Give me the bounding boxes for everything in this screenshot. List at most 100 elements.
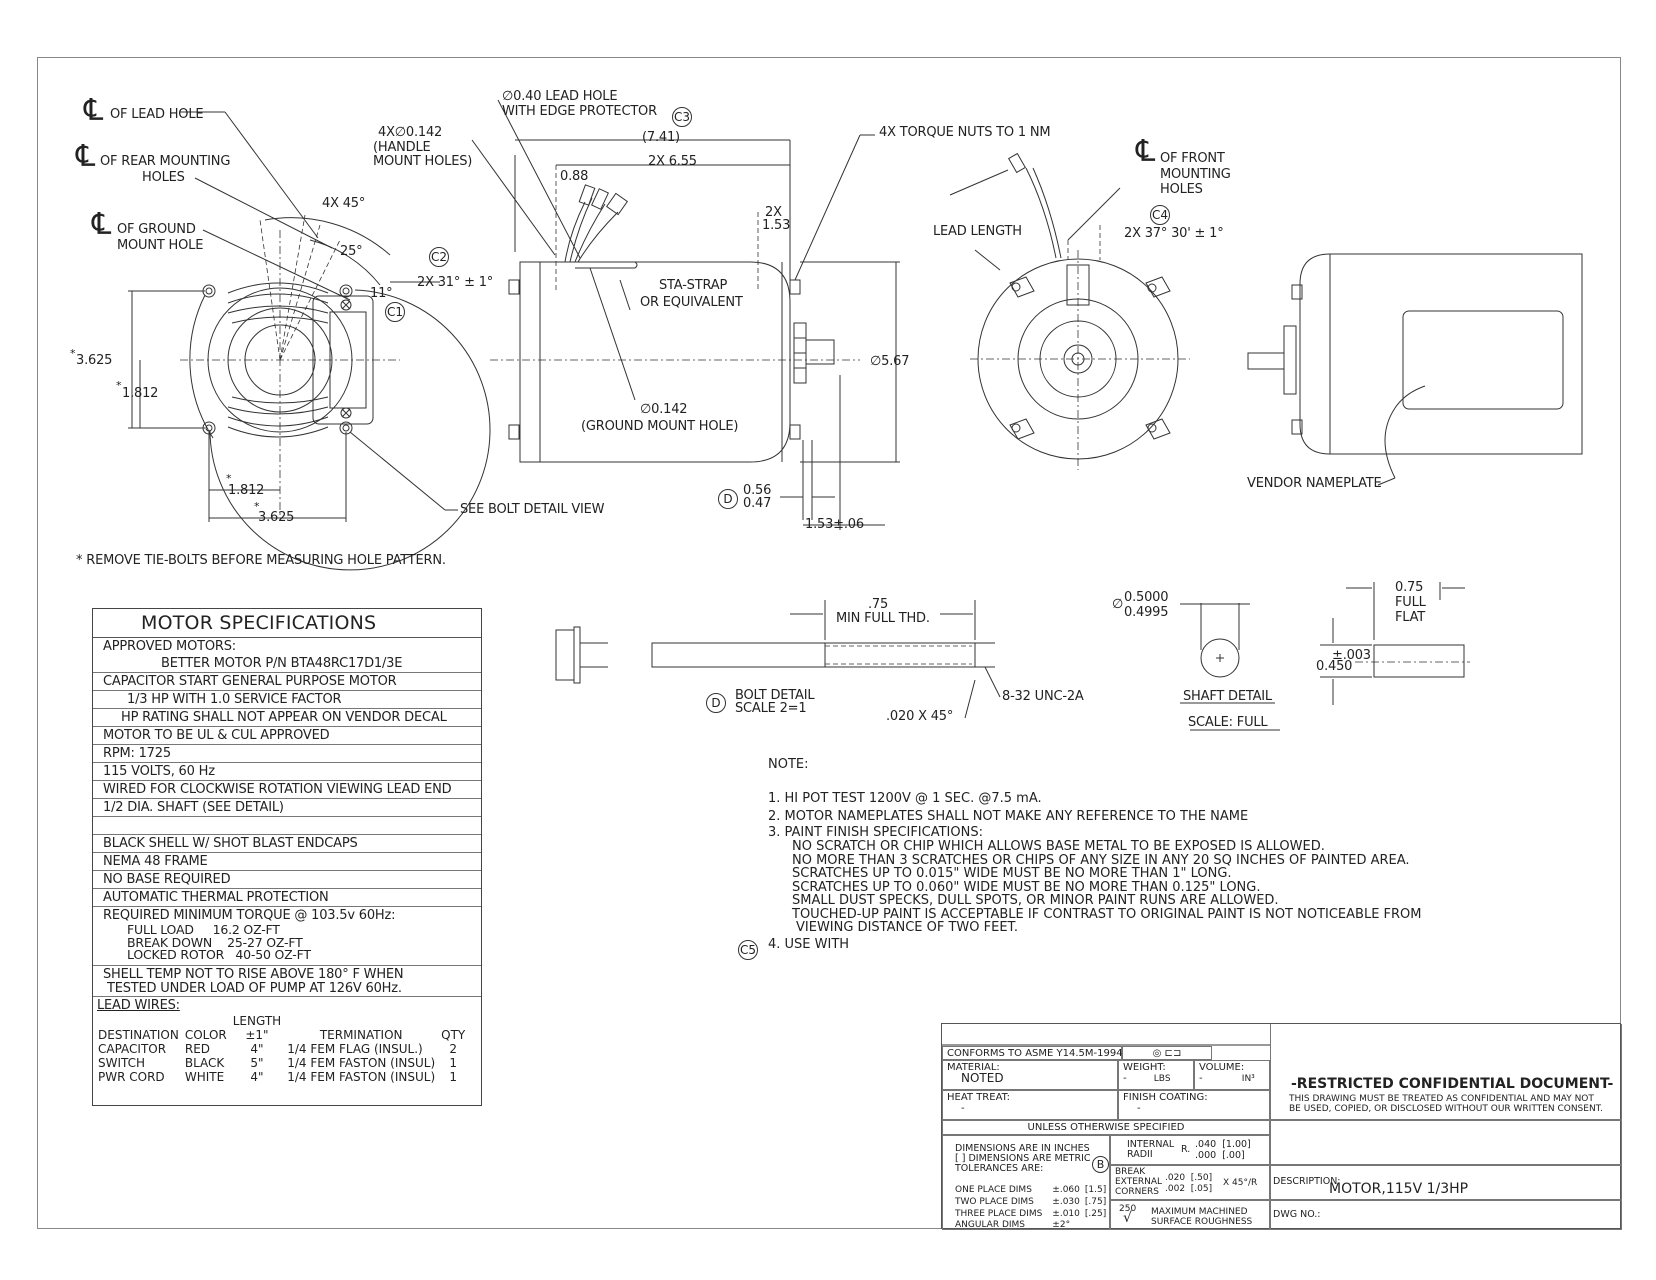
tb-radii-label-2: RADII [1127, 1149, 1153, 1160]
spec-torque-locked: LOCKED ROTOR 40-50 OZ-FT [93, 948, 481, 966]
tb-tol-in: ±2° [1052, 1220, 1071, 1230]
spec-hp-decal: HP RATING SHALL NOT APPEAR ON VENDOR DEC… [93, 709, 481, 727]
balloon-c4: C4 [1150, 205, 1170, 225]
lead-length: 4" [250, 1069, 264, 1084]
lead-destination: PWR CORD [98, 1069, 165, 1084]
callout-lead-hole: ∅0.40 LEAD HOLE [502, 89, 618, 104]
tb-weight: WEIGHT: - LBS [1118, 1060, 1194, 1090]
spec-approved-pn: BETTER MOTOR P/N BTA48RC17D1/3E [93, 655, 481, 673]
note-3: 3. PAINT FINISH SPECIFICATIONS: [768, 825, 983, 840]
tb-description-value: MOTOR,115V 1/3HP [1329, 1181, 1469, 1197]
lead-qty: 1 [449, 1055, 458, 1070]
asterisk: * [226, 472, 232, 485]
tb-tolerances: DIMENSIONS ARE IN INCHES [ ] DIMENSIONS … [942, 1135, 1110, 1230]
lead-destination: SWITCH [98, 1055, 146, 1070]
tb-description-label: DESCRIPTION: [1273, 1176, 1341, 1187]
callout-handle-holes-line2: (HANDLE [373, 140, 431, 155]
lead-color: RED [184, 1041, 211, 1056]
tb-tol-in: ±.060 [1052, 1185, 1080, 1195]
tb-confidential-title: -RESTRICTED CONFIDENTIAL DOCUMENT- [1291, 1076, 1614, 1092]
tb-break-suffix: X 45°/R [1223, 1178, 1258, 1188]
bolt-detail-scale: SCALE 2=1 [735, 701, 807, 716]
dim-2x: 2X [765, 205, 782, 220]
spec-temp-line2: TESTED UNDER LOAD OF PUMP AT 126V 60Hz. [93, 981, 481, 997]
spec-hp: 1/3 HP WITH 1.0 SERVICE FACTOR [93, 691, 481, 709]
centerline-symbol-icon: ℄ [92, 207, 112, 242]
shaft-detail-scale: SCALE: FULL [1188, 715, 1268, 730]
lead-color: BLACK [184, 1055, 225, 1070]
lead-length: 5" [250, 1055, 264, 1070]
balloon-c5: C5 [738, 940, 758, 960]
tb-blank-field [1270, 1120, 1622, 1165]
lead-wire-row: PWR CORD WHITE 4" 1/4 FEM FASTON (INSUL)… [95, 1070, 468, 1084]
callout-thread-spec: 8-32 UNC-2A [1002, 689, 1084, 704]
balloon-d: D [718, 489, 738, 509]
tb-tolerance-table: ONE PLACE DIMS±.060[1.5] TWO PLACE DIMS±… [955, 1184, 1107, 1230]
tb-dims-metric: [ ] DIMENSIONS ARE METRIC [955, 1153, 1091, 1164]
tb-volume-value: - [1199, 1073, 1203, 1084]
drawing-sheet-border [37, 57, 1621, 1229]
dim-angle-4x45: 4X 45° [322, 196, 366, 211]
bolt-detail-title: BOLT DETAIL [735, 688, 815, 703]
dim-vertical-3625: 3.625 [76, 353, 113, 368]
centerline-symbol-icon: ℄ [84, 93, 104, 128]
tb-break-top: .020 [.50] [1165, 1173, 1213, 1183]
tb-confidential-line1: THIS DRAWING MUST BE TREATED AS CONFIDEN… [1289, 1094, 1594, 1104]
lead-color: WHITE [184, 1069, 225, 1084]
dim-angle-2x37: 2X 37° 30' ± 1° [1124, 226, 1224, 241]
dim-horizontal-3625: 3.625 [258, 510, 295, 525]
tb-heat-label: HEAT TREAT: [947, 1092, 1011, 1103]
dim-088: 0.88 [560, 169, 589, 184]
tb-break-label-3: CORNERS [1115, 1187, 1160, 1197]
tb-tol-mm: [.75] [1084, 1197, 1107, 1207]
callout-ground-mount-hole: ∅0.142 [640, 402, 688, 417]
dim-flat-length: 0.75 [1395, 580, 1424, 595]
note-1: 1. HI POT TEST 1200V @ 1 SEC. @7.5 mA. [768, 791, 1042, 806]
tb-material: MATERIAL: NOTED [942, 1060, 1118, 1090]
dim-angle-2x31: 2X 31° ± 1° [417, 275, 494, 290]
lead-wires-header: DESTINATION COLOR LENGTH ±1" TERMINATION… [95, 1014, 468, 1042]
balloon-c1: C1 [385, 302, 405, 322]
tb-roughness-value: 250 [1119, 1204, 1137, 1214]
lead-wire-row: SWITCH BLACK 5" 1/4 FEM FASTON (INSUL) 1 [95, 1056, 468, 1070]
tb-tol-row: ONE PLACE DIMS±.060[1.5] [955, 1184, 1107, 1196]
asterisk: * [254, 500, 260, 513]
spec-wired: WIRED FOR CLOCKWISE ROTATION VIEWING LEA… [93, 781, 481, 799]
dim-dia-567: ∅5.67 [870, 354, 910, 369]
callout-cl-front-line2: MOUNTING [1160, 167, 1231, 182]
tb-radii-bottom: .000 [.00] [1195, 1150, 1245, 1161]
dim-flat-length-line3: FLAT [1395, 610, 1426, 625]
note-3-line: NO MORE THAN 3 SCRATCHES OR CHIPS OF ANY… [792, 852, 1410, 868]
motor-specifications-table: MOTOR SPECIFICATIONS APPROVED MOTORS: BE… [92, 608, 482, 1106]
spec-cap-start: CAPACITOR START GENERAL PURPOSE MOTOR [93, 673, 481, 691]
callout-lead-hole-line2: WITH EDGE PROTECTOR [502, 104, 657, 119]
note-2: 2. MOTOR NAMEPLATES SHALL NOT MAKE ANY R… [768, 809, 1249, 824]
tb-heat-treat: HEAT TREAT: - [942, 1090, 1118, 1120]
note-3-line: SCRATCHES UP TO 0.060" WIDE MUST BE NO M… [792, 879, 1261, 895]
dim-shaft-dia-max: 0.5000 [1124, 590, 1169, 605]
tb-finish-value: - [1137, 1103, 1141, 1114]
dim-thread-length-label: MIN FULL THD. [836, 611, 930, 626]
dim-shaft-dia-min: 0.4995 [1124, 605, 1169, 620]
diameter-symbol-icon: ∅ [1112, 597, 1124, 612]
shaft-detail-drawing [1180, 582, 1470, 731]
footnote: * REMOVE TIE-BOLTS BEFORE MEASURING HOLE… [76, 553, 446, 568]
tb-finish-label: FINISH COATING: [1123, 1092, 1208, 1103]
tb-radii-label: INTERNAL [1127, 1139, 1175, 1150]
tb-radii-top: .040 [1.00] [1195, 1139, 1251, 1150]
tb-conforms: CONFORMS TO ASME Y14.5M-1994 [942, 1046, 1123, 1060]
notes-heading: NOTE: [768, 757, 809, 772]
dim-741: (7.41) [642, 130, 680, 145]
tb-radii-r: R. [1181, 1144, 1191, 1155]
callout-sta-strap: STA-STRAP [659, 278, 728, 293]
tb-tol-label: ANGULAR DIMS [955, 1220, 1026, 1230]
spec-torque-break: BREAK DOWN 25-27 OZ-FT [127, 934, 303, 950]
callout-torque-nuts: 4X TORQUE NUTS TO 1 NM [879, 125, 1051, 140]
dim-flat-tol: ±.003 [1332, 648, 1371, 663]
lead-termination: 1/4 FEM FASTON (INSUL) [287, 1069, 436, 1084]
tb-break-label: BREAK [1115, 1167, 1146, 1177]
spec-shell: BLACK SHELL W/ SHOT BLAST ENDCAPS [93, 835, 481, 853]
dim-655: 2X 6.55 [648, 154, 697, 169]
tb-volume-unit: IN³ [1241, 1074, 1255, 1084]
